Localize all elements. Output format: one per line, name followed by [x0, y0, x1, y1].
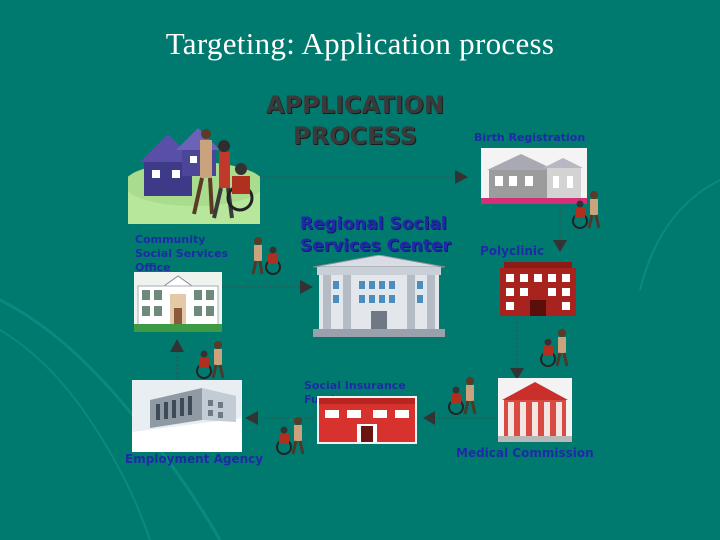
- community-office-label-line2: Social Services: [135, 247, 229, 260]
- employment-agency-building: [132, 380, 242, 452]
- person-wheelchair-figure: [196, 341, 225, 379]
- person-wheelchair-figure: [448, 377, 477, 415]
- arrowhead-community-office: [170, 339, 184, 352]
- medical-commission-building: [498, 378, 572, 442]
- community-office-building: [134, 272, 222, 332]
- person-wheelchair-figure: [572, 191, 601, 229]
- arrowhead-regional-center: [300, 280, 313, 294]
- birth-registration-label: Birth Registration: [474, 131, 586, 144]
- person-wheelchair-figure: [251, 237, 281, 275]
- regional-center-building: [313, 255, 445, 337]
- diagram-heading-line1: APPLICATION: [265, 91, 445, 119]
- arrowhead-social-insurance: [423, 411, 435, 425]
- social-insurance-label-line1: Social Insurance: [304, 379, 406, 392]
- polyclinic-label: Polyclinic: [480, 244, 545, 258]
- medical-commission-label: Medical Commission: [456, 446, 594, 460]
- regional-center-label-line2: Services Center: [300, 236, 451, 256]
- arrowhead-birth-registration: [455, 170, 468, 184]
- slide-title: Targeting: Application process: [165, 26, 555, 61]
- diagram-heading-line2: PROCESS: [293, 122, 417, 150]
- arrowhead-medical-commission: [510, 368, 524, 380]
- regional-center-label-line1: Regional Social: [300, 214, 447, 234]
- social-insurance-building: [317, 396, 417, 444]
- arrowhead-polyclinic: [553, 240, 567, 252]
- regional-center-label: Regional Social Services Center: [300, 213, 451, 257]
- home-scene-illustration: [128, 122, 260, 224]
- employment-agency-label: Employment Agency: [125, 452, 264, 466]
- birth-registration-building: [481, 148, 587, 204]
- person-wheelchair-figure: [276, 417, 305, 455]
- diagram-heading: APPLICATION PROCESS: [250, 90, 460, 152]
- arrowhead-employment-agency: [245, 411, 258, 425]
- community-office-label-line3: Office: [135, 261, 171, 274]
- person-wheelchair-figure: [540, 329, 569, 367]
- community-office-label-line1: Community: [135, 233, 206, 246]
- community-office-label: Community Social Services Office: [135, 233, 228, 275]
- polyclinic-building: [500, 262, 576, 316]
